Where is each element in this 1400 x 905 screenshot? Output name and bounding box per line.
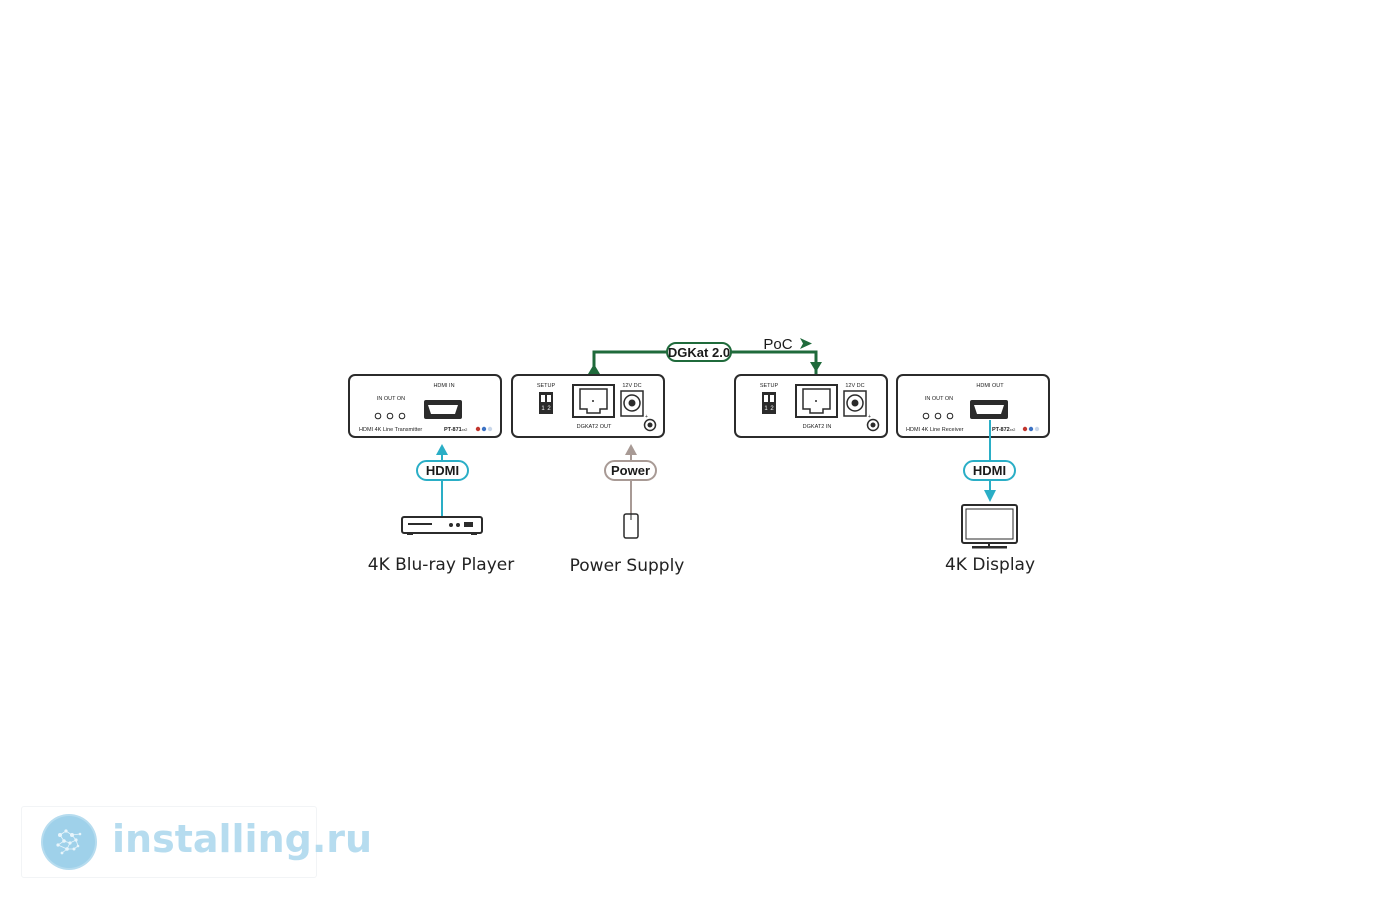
- svg-text:1: 1: [764, 406, 768, 412]
- svg-text:PT-872xr2: PT-872xr2: [992, 427, 1016, 433]
- receiver-front-panel: HDMI OUT IN OUT ON HDMI 4K Line Receiver…: [896, 374, 1050, 438]
- rx-hdmi-port-icon: [970, 400, 1008, 419]
- tx-led-out: [386, 412, 394, 420]
- watermark-logo: installing.ru: [21, 806, 372, 878]
- tx-color-dot-light: [487, 426, 493, 432]
- rx-ground-icon: +: [866, 414, 880, 432]
- receiver-back-panel: SETUP 1 2 DGKAT2 IN 12V DC +: [734, 374, 888, 438]
- watermark-text: installing.ru: [112, 817, 373, 861]
- rx-12v-label: 12V DC: [845, 383, 864, 389]
- rx-dip-switch-icon: 1 2: [762, 392, 776, 414]
- rx-dgkat-in-label: DGKAT2 IN: [803, 424, 832, 430]
- power-label: Power: [611, 463, 650, 478]
- tx-12v-label: 12V DC: [622, 383, 641, 389]
- svg-text:+: +: [645, 414, 648, 420]
- dgkat-link: DGKat 2.0 PoC: [588, 336, 822, 382]
- rx-dc-jack-icon: [843, 390, 867, 417]
- tx-color-dot-red: [475, 426, 481, 432]
- tx-model: PT-871: [444, 427, 462, 433]
- power-adapter-icon: [623, 513, 639, 539]
- display-caption: 4K Display: [945, 555, 1035, 575]
- rx-color-dot-red: [1022, 426, 1028, 432]
- dgkat-label: DGKat 2.0: [668, 345, 730, 360]
- rx-led-out: [934, 412, 942, 420]
- hdmi-left-label: HDMI: [426, 463, 459, 478]
- rx-color-dot-light: [1034, 426, 1040, 432]
- rx-led-on: [946, 412, 954, 420]
- hdmi-cable-right: HDMI: [963, 420, 1016, 502]
- display-icon: [961, 504, 1018, 549]
- svg-text:2: 2: [547, 406, 551, 412]
- bluray-player-icon: [401, 516, 483, 535]
- rx-model-suffix: xr2: [1010, 427, 1016, 432]
- tx-model-suffix: xr2: [462, 427, 468, 432]
- svg-text:1: 1: [541, 406, 545, 412]
- transmitter-back-panel: SETUP 1 2 DGKAT2 OUT 12V DC +: [511, 374, 665, 438]
- rx-model: PT-872: [992, 427, 1010, 433]
- rx-hdmi-out-label: HDMI OUT: [976, 383, 1004, 389]
- tx-setup-label: SETUP: [537, 383, 556, 389]
- rx-led-label: IN OUT ON: [925, 396, 953, 402]
- poc-label: PoC: [763, 336, 792, 353]
- power-supply-caption: Power Supply: [570, 556, 685, 576]
- tx-dc-jack-icon: [620, 390, 644, 417]
- tx-rj45-port-icon: [572, 384, 615, 418]
- bluray-caption: 4K Blu-ray Player: [368, 555, 514, 575]
- watermark-globe-icon: [41, 814, 97, 870]
- tx-product-name: HDMI 4K Line Transmitter: [359, 427, 422, 433]
- tx-dip-switch-icon: 1 2: [539, 392, 553, 414]
- transmitter-front-panel: HDMI IN IN OUT ON HDMI 4K Line Transmitt…: [348, 374, 502, 438]
- tx-dgkat-out-label: DGKAT2 OUT: [577, 424, 612, 430]
- poc-arrow-icon: [800, 338, 812, 349]
- power-cable: Power: [604, 444, 657, 514]
- rx-product-name: HDMI 4K Line Receiver: [906, 427, 964, 433]
- tx-led-label: IN OUT ON: [377, 396, 405, 402]
- rx-led-in: [922, 412, 930, 420]
- rx-setup-label: SETUP: [760, 383, 779, 389]
- hdmi-right-label: HDMI: [973, 463, 1006, 478]
- rx-rj45-port-icon: [795, 384, 838, 418]
- tx-hdmi-in-label: HDMI IN: [433, 383, 454, 389]
- tx-led-on: [398, 412, 406, 420]
- svg-text:+: +: [868, 414, 871, 420]
- tx-color-dot-blue: [481, 426, 487, 432]
- tx-ground-icon: +: [643, 414, 657, 432]
- tx-led-in: [374, 412, 382, 420]
- tx-hdmi-port-icon: [424, 400, 462, 419]
- hdmi-cable-left: HDMI: [416, 444, 469, 516]
- svg-text:2: 2: [770, 406, 774, 412]
- svg-text:PT-871xr2: PT-871xr2: [444, 427, 468, 433]
- rx-color-dot-blue: [1028, 426, 1034, 432]
